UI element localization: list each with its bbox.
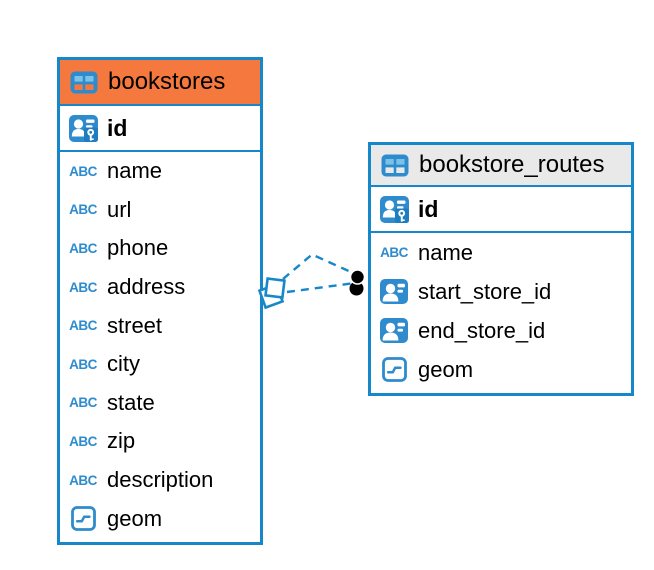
column-row[interactable]: end_store_id [371,311,631,350]
text-type-icon: ABC [69,202,97,218]
geometry-type-icon [68,506,98,532]
column-name: name [107,158,163,184]
column-row[interactable]: ABC url [60,191,260,230]
relationship-source-marker[interactable] [257,277,286,310]
column-row[interactable]: ABC state [60,384,260,423]
column-list: ABC name ABC url ABC phone ABC address A… [60,152,260,538]
table-icon [69,71,99,94]
column-row[interactable]: ABC name [60,152,260,191]
column-name: end_store_id [418,317,546,343]
text-type-icon: ABC [380,245,408,260]
table-title: bookstore_routes [419,151,605,178]
text-type-icon: ABC [69,472,97,488]
column-row[interactable]: ABC street [60,306,260,345]
column-row[interactable]: start_store_id [371,272,631,311]
table-header-bookstore-routes[interactable]: bookstore_routes [371,145,631,187]
relationship-line-start-store[interactable] [282,253,353,280]
pk-column-name: id [418,195,439,222]
relationship-target-marker[interactable] [349,269,366,296]
table-icon [380,154,410,177]
text-type-icon: ABC [69,163,97,179]
column-list: ABC name start_store_id [371,233,631,389]
column-name: phone [107,235,169,261]
entity-table-bookstore-routes[interactable]: bookstore_routes id [368,142,634,396]
column-name: zip [107,428,136,454]
table-header-bookstores[interactable]: bookstores [60,60,260,106]
pk-column-name: id [107,114,128,141]
foreign-key-column-icon [379,279,409,304]
column-row[interactable]: ABC address [60,268,260,307]
primary-key-column-icon [68,114,98,142]
column-name: geom [107,505,163,531]
table-title: bookstores [108,68,226,95]
text-type-icon: ABC [69,356,97,372]
column-row[interactable]: geom [371,350,631,389]
column-name: address [107,274,186,300]
text-type-icon: ABC [69,240,97,256]
column-row[interactable]: ABC phone [60,229,260,268]
pk-row-bookstores-id[interactable]: id [60,106,260,152]
geometry-type-icon [379,357,409,382]
entity-table-bookstores[interactable]: bookstores id A [57,57,263,545]
column-name: city [107,351,140,377]
column-row[interactable]: ABC name [371,233,631,272]
column-name: name [418,239,474,265]
text-type-icon: ABC [69,433,97,449]
text-type-icon: ABC [69,395,97,411]
column-name: state [107,389,155,415]
foreign-key-column-icon [379,318,409,343]
column-row[interactable]: ABC description [60,461,260,500]
column-name: description [107,467,214,493]
text-type-icon: ABC [69,279,97,295]
column-name: start_store_id [418,278,552,304]
column-row[interactable]: ABC city [60,345,260,384]
column-name: street [107,312,163,338]
column-name: url [107,196,132,222]
column-row[interactable]: ABC zip [60,422,260,461]
text-type-icon: ABC [69,318,97,334]
relationship-line-end-store[interactable] [286,282,352,294]
column-row[interactable]: geom [60,499,260,538]
pk-row-routes-id[interactable]: id [371,187,631,233]
column-name: geom [418,356,474,382]
primary-key-column-icon [379,195,409,223]
